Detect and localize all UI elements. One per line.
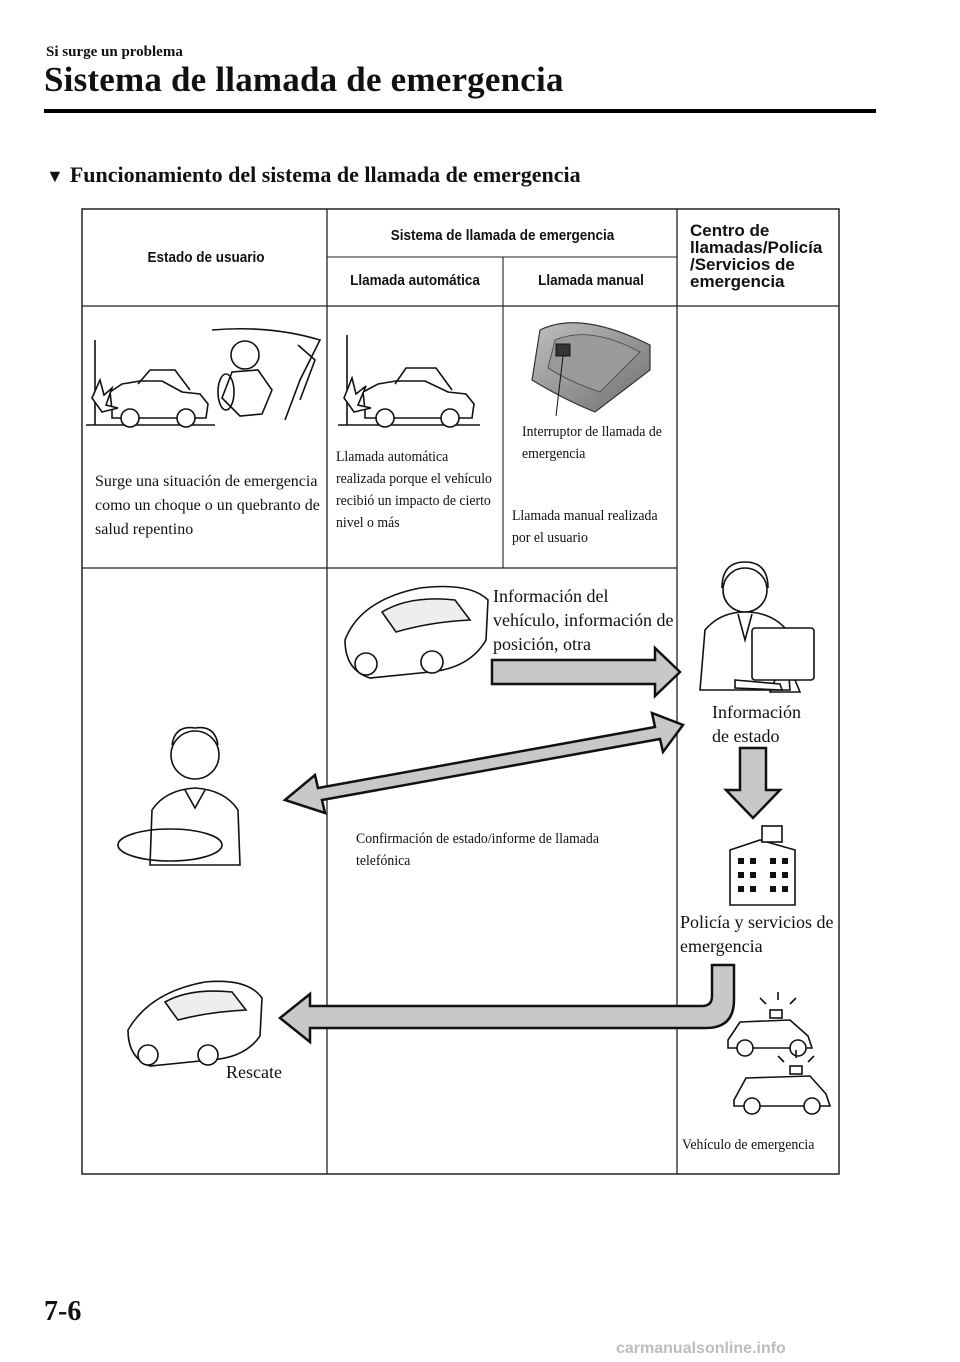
header-user-state: Estado de usuario [147,249,265,266]
police-building-illustration [729,825,796,906]
emergency-vehicle-label: Vehículo de emergencia [682,1137,815,1153]
rescue-car-illustration [127,980,263,1067]
emergency-vehicles-illustration [727,992,832,1115]
section-heading-text: Funcionamiento del sistema de llamada de… [69,162,581,187]
title-rule [44,109,876,113]
header-auto-call: Llamada automática [350,272,480,289]
switch-label: Interruptor de llamada de emergencia [522,424,662,462]
crash-scene-illustration [86,327,322,428]
vehicle-illustration [344,585,489,679]
manual-call-text: Llamada manual realizada por el usuario [512,508,658,546]
header-emergency-system: Sistema de llamada de emergencia [390,227,615,244]
header-call-center: Centro de llamadas/Policía /Servicios de… [690,221,823,291]
user-situation-text: Surge una situación de emergencia como u… [95,473,320,538]
vehicle-info-arrow [490,645,682,699]
rescue-arrow [277,963,736,1045]
breadcrumb: Si surge un problema [46,44,183,60]
operator-illustration [699,561,815,693]
watermark: carmanualsonline.info [616,1340,786,1357]
police-services-label: Policía y servicios de emergencia [680,912,834,956]
section-marker: ▼ [46,166,64,186]
header-manual-call: Llamada manual [538,272,644,289]
page-number: 7-6 [44,1296,82,1327]
confirmation-arrow [282,710,685,815]
status-down-arrow [723,746,783,820]
status-info-label: Información de estado [712,702,801,746]
vehicle-info-label: Información del vehículo, información de… [493,586,674,654]
page-title: Sistema de llamada de emergencia [44,60,564,99]
section-heading: ▼Funcionamiento del sistema de llamada d… [46,162,581,188]
rescue-label: Rescate [226,1062,282,1082]
auto-call-text: Llamada automática realizada porque el v… [336,449,492,531]
auto-crash-illustration [338,335,480,428]
driver-illustration [117,726,241,866]
confirmation-label: Confirmación de estado/informe de llamad… [356,831,599,869]
overhead-console-illustration [531,322,651,417]
